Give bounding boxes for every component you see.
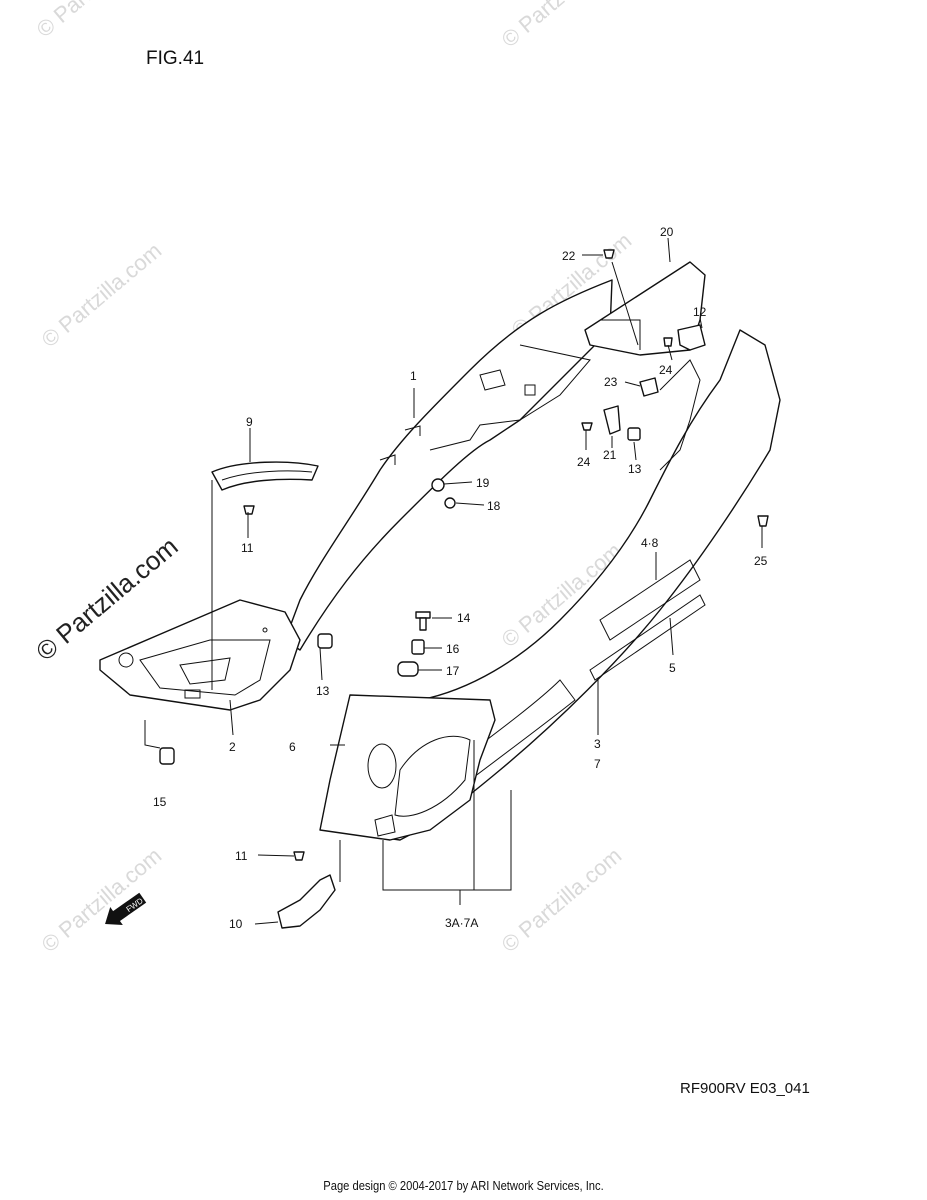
collar-part[interactable] [411, 639, 425, 655]
callout-19[interactable]: 19 [476, 476, 490, 490]
callout-14[interactable]: 14 [457, 611, 471, 625]
callout-3[interactable]: 3 [594, 737, 601, 751]
grommet-part[interactable] [317, 633, 333, 649]
callout-13-right[interactable]: 13 [628, 462, 642, 476]
callout-6[interactable]: 6 [289, 740, 296, 754]
forward-arrow-icon: FWD [105, 892, 147, 926]
figure-title: FIG.41 [146, 48, 205, 69]
callout-17[interactable]: 17 [446, 664, 460, 678]
callout-7[interactable]: 7 [594, 757, 601, 771]
callout-12[interactable]: 12 [693, 305, 707, 319]
bolt-part[interactable] [415, 611, 431, 631]
callout-15[interactable]: 15 [153, 795, 167, 809]
nut-part[interactable] [627, 427, 641, 441]
callout-21[interactable]: 21 [603, 448, 617, 462]
callout-11-lower[interactable]: 11 [235, 849, 248, 863]
bracket-part[interactable] [603, 405, 621, 435]
callout-25[interactable]: 25 [754, 554, 768, 568]
screw-part[interactable] [663, 337, 673, 347]
bracket-part[interactable] [211, 461, 319, 491]
callout-1[interactable]: 1 [410, 369, 417, 383]
callout-20[interactable]: 20 [660, 225, 674, 239]
callout-3a-7a[interactable]: 3A·7A [445, 916, 478, 930]
callout-24-lower[interactable]: 24 [577, 455, 591, 469]
callout-22[interactable]: 22 [562, 249, 576, 263]
callout-24-upper[interactable]: 24 [659, 363, 673, 377]
cushion-part[interactable] [397, 661, 419, 677]
nut-part[interactable] [431, 478, 445, 492]
screw-part[interactable] [293, 851, 305, 861]
footer-copyright: Page design © 2004-2017 by ARI Network S… [323, 1178, 604, 1193]
callout-10[interactable]: 10 [229, 917, 243, 931]
lower-bracket-part[interactable] [277, 874, 336, 929]
frame-cover-tray-part[interactable] [99, 599, 301, 711]
screw-part[interactable] [243, 505, 255, 515]
callout-13-left[interactable]: 13 [316, 684, 330, 698]
callout-2[interactable]: 2 [229, 740, 236, 754]
callout-16[interactable]: 16 [446, 642, 460, 656]
frame-cover-part[interactable] [284, 279, 613, 651]
screw-part[interactable] [757, 515, 769, 527]
clip-part[interactable] [639, 377, 659, 397]
callout-4-8[interactable]: 4·8 [641, 536, 659, 550]
screw-part[interactable] [603, 249, 615, 259]
bracket-part[interactable] [677, 324, 706, 351]
callout-18[interactable]: 18 [487, 499, 501, 513]
screw-part[interactable] [581, 422, 593, 431]
front-side-panel-part[interactable] [319, 694, 496, 841]
callout-5[interactable]: 5 [669, 661, 676, 675]
diagram-code: RF900RV E03_041 [680, 1080, 810, 1097]
screw-part[interactable] [444, 497, 456, 509]
callout-23[interactable]: 23 [604, 375, 618, 389]
callout-9[interactable]: 9 [246, 415, 253, 429]
grommet-part[interactable] [159, 747, 175, 765]
callout-11-upper[interactable]: 11 [241, 541, 254, 555]
